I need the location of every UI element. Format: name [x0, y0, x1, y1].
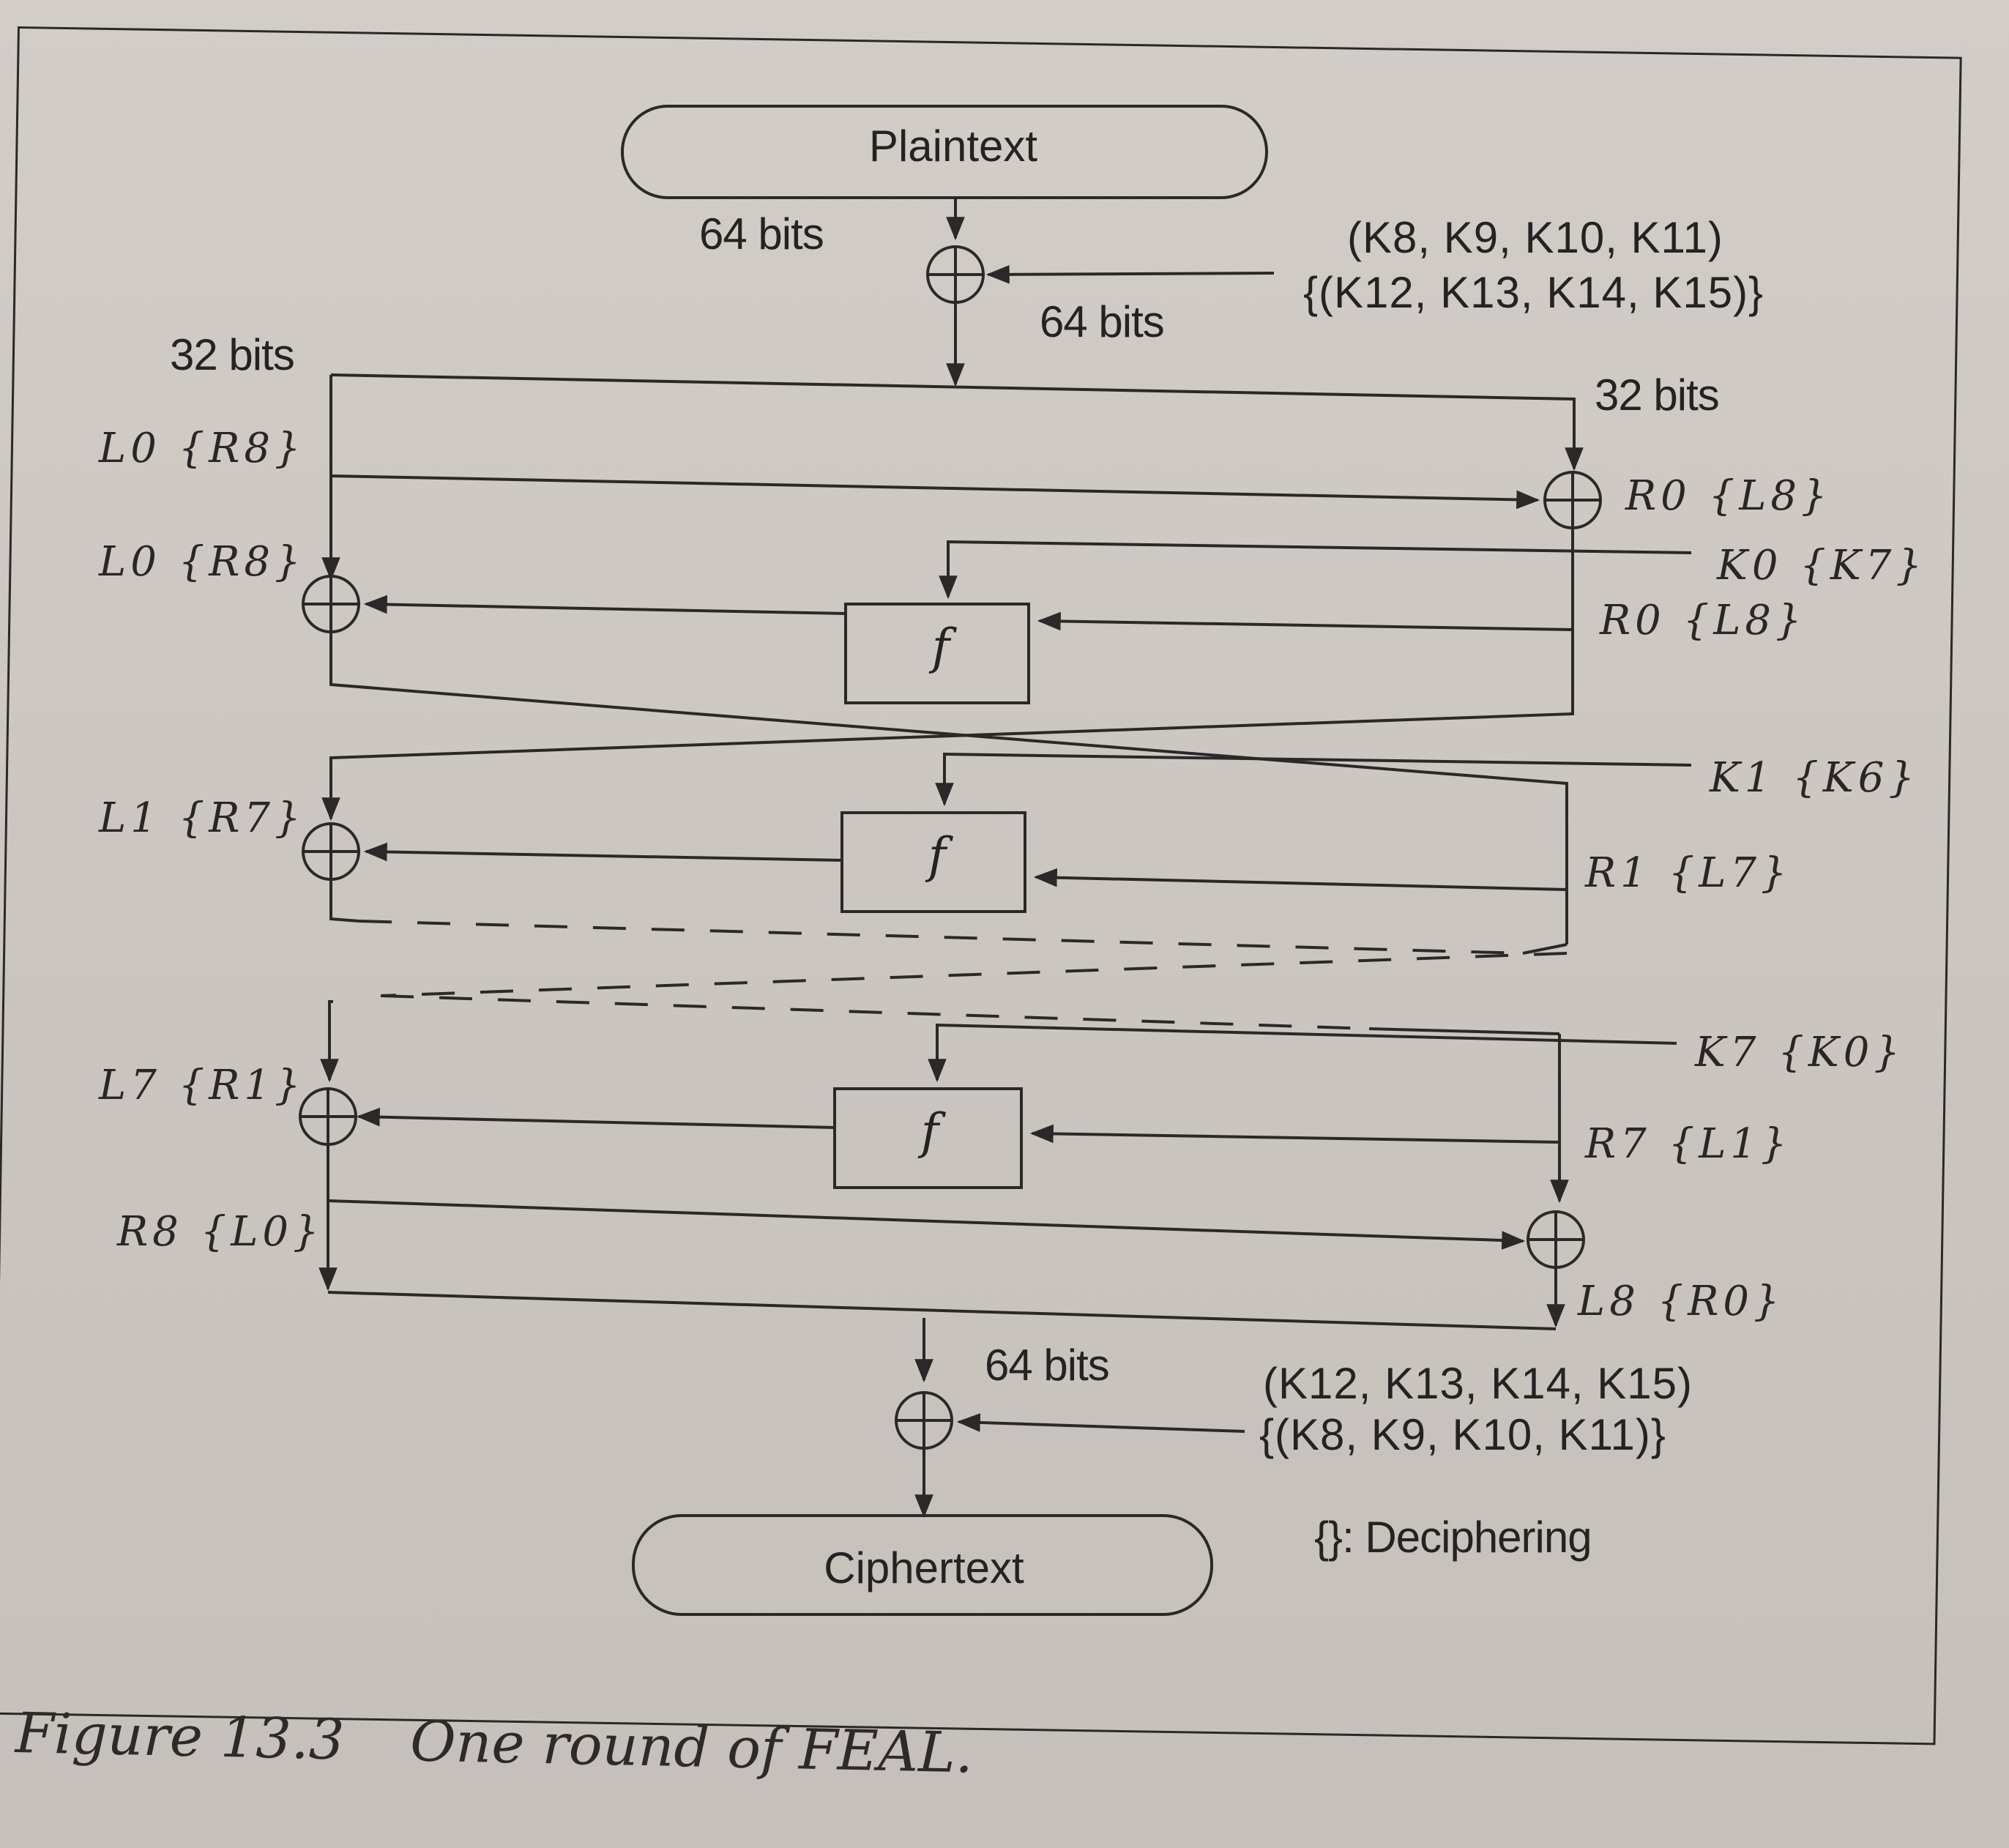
left-label-r8: R8 {L0}	[117, 1208, 324, 1256]
f-label-round1: f	[931, 619, 950, 675]
right-label-r1: R1 {L7}	[1585, 849, 1792, 897]
caption-text: One round of FEAL.	[409, 1708, 974, 1786]
ciphertext-label: Ciphertext	[824, 1543, 1024, 1592]
right-label-k1: K1 {K6}	[1710, 754, 1919, 802]
ciphertext-box	[632, 1514, 1213, 1616]
key-bottom-line1: (K12, K13, K14, K15)	[1263, 1359, 1693, 1408]
caption-number: Figure 13.3	[15, 1700, 346, 1773]
xor-l0-icon	[302, 575, 360, 633]
xor-top-icon	[926, 245, 985, 304]
left-label-l0-a: L0 {R8}	[99, 425, 305, 472]
xor-l1-icon	[302, 822, 360, 881]
right-label-r0-b: R0 {L8}	[1600, 597, 1806, 644]
left-label-l1: L1 {R7}	[99, 794, 305, 842]
bits-32-right: 32 bits	[1595, 370, 1720, 420]
plaintext-box	[621, 105, 1268, 199]
f-label-round8: f	[920, 1103, 939, 1160]
key-bottom-line2: {(K8, K9, K10, K11)}	[1259, 1410, 1666, 1459]
xor-r0-icon	[1543, 471, 1602, 529]
f-box-round1	[844, 603, 1030, 704]
bits-64-top-left: 64 bits	[699, 209, 824, 258]
bits-32-left: 32 bits	[170, 330, 295, 379]
plaintext-label: Plaintext	[868, 122, 1038, 171]
right-label-k7: K7 {K0}	[1695, 1029, 1904, 1076]
left-label-l7: L7 {R1}	[99, 1062, 305, 1109]
f-box-round2	[840, 811, 1026, 913]
f-label-round2: f	[928, 827, 947, 884]
legend-deciphering: {}: Deciphering	[1314, 1513, 1592, 1562]
f-box-round8	[833, 1087, 1023, 1189]
key-top-line1: (K8, K9, K10, K11)	[1347, 213, 1723, 262]
right-label-k0: K0 {K7}	[1717, 542, 1926, 589]
xor-l7-icon	[299, 1087, 357, 1146]
xor-bottom-icon	[895, 1391, 953, 1450]
right-label-r7: R7 {L1}	[1585, 1120, 1792, 1168]
key-top-line2: {(K12, K13, K14, K15)}	[1303, 268, 1764, 317]
bits-64-bottom: 64 bits	[985, 1341, 1110, 1390]
right-label-l8: L8 {R0}	[1578, 1278, 1784, 1325]
right-label-r0-a: R0 {L8}	[1625, 472, 1832, 520]
xor-l8-icon	[1527, 1210, 1585, 1269]
left-label-l0-b: L0 {R8}	[99, 538, 305, 586]
bits-64-top-right: 64 bits	[1040, 297, 1165, 346]
